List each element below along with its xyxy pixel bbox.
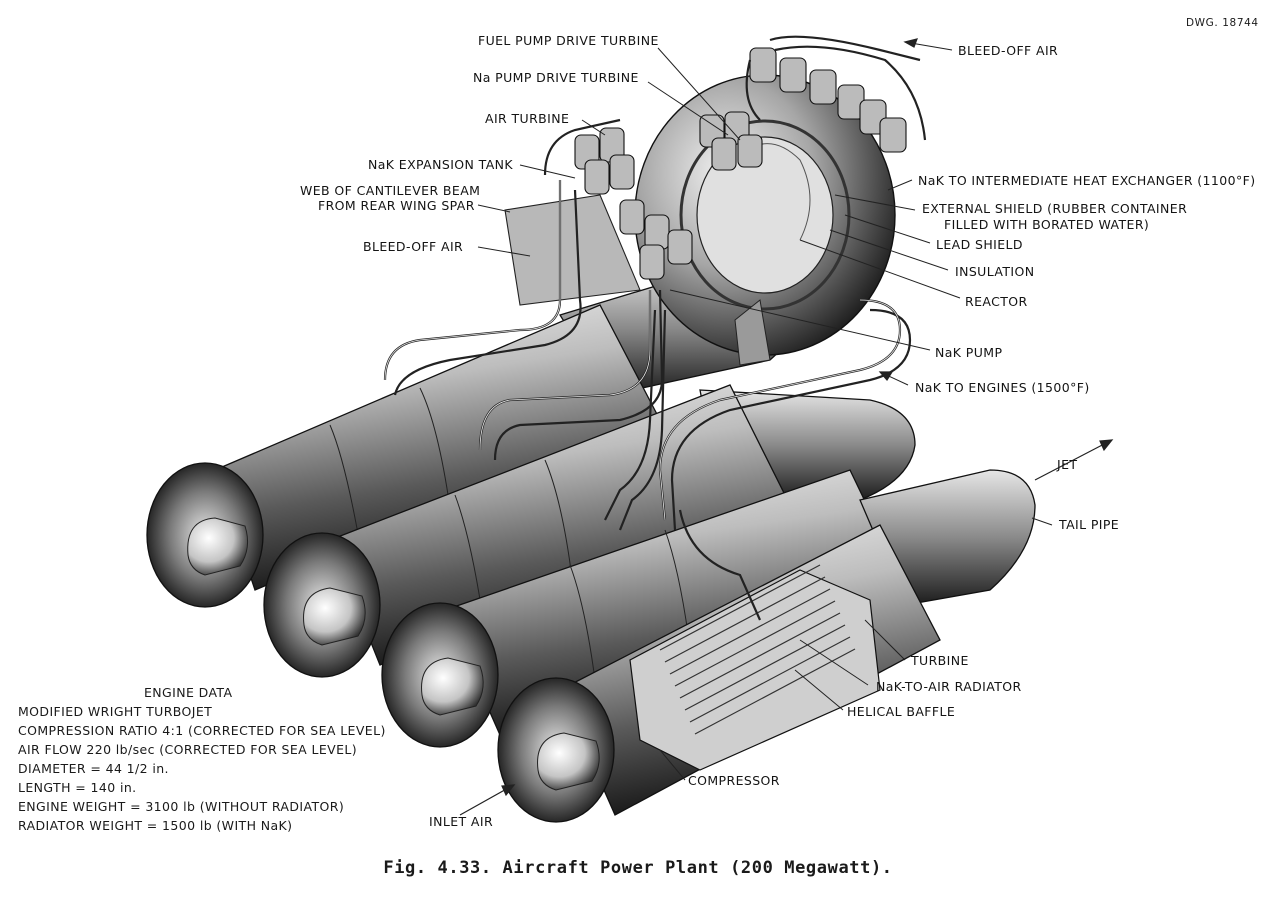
leader-nak-expansion-tank xyxy=(519,164,576,179)
radiator-tubes xyxy=(659,564,856,735)
figure-caption: Fig. 4.33. Aircraft Power Plant (200 Meg… xyxy=(383,858,893,878)
leader-turbine xyxy=(864,619,906,661)
leader-compressor xyxy=(659,749,686,781)
label-lead-shield: LEAD SHIELD xyxy=(936,237,1023,252)
leader-insulation xyxy=(829,229,949,271)
label-tail-pipe: TAIL PIPE xyxy=(1059,517,1120,532)
leader-lead-shield xyxy=(844,214,931,244)
engine-2-spinner xyxy=(303,587,366,646)
engine-3 xyxy=(381,469,911,748)
engine-1-spinner xyxy=(187,517,249,576)
inlet-air-arrow xyxy=(459,786,511,816)
jet-arrow xyxy=(1034,441,1109,481)
reactor-assembly xyxy=(634,74,896,366)
label-nak-to-engines: NaK TO ENGINES (1500°F) xyxy=(915,380,1090,395)
label-fuel-pump-drive-turbine: FUEL PUMP DRIVE TURBINE xyxy=(478,33,659,48)
engine-2 xyxy=(263,384,916,678)
cantilever-web xyxy=(504,194,641,306)
engine-data-block: ENGINE DATA MODIFIED WRIGHT TURBOJET COM… xyxy=(18,683,386,835)
drawing-number: DWG. 18744 xyxy=(1186,17,1259,29)
engine-data-heading: ENGINE DATA xyxy=(144,685,233,700)
leader-external-shield xyxy=(834,194,916,211)
leader-na-pump-drive-turbine xyxy=(647,81,729,136)
label-nak-expansion-tank: NaK EXPANSION TANK xyxy=(368,157,514,172)
flow-arrows xyxy=(459,38,1114,816)
leader-radiator xyxy=(799,639,869,686)
label-jet: JET xyxy=(1057,457,1078,472)
leader-lines xyxy=(477,41,1053,781)
engine-data-line: LENGTH = 140 in. xyxy=(18,780,137,795)
engine-data-line: DIAMETER = 44 1/2 in. xyxy=(18,761,169,776)
engine-data-line: ENGINE WEIGHT = 3100 lb (WITHOUT RADIATO… xyxy=(18,799,345,814)
label-na-pump-drive-turbine: Na PUMP DRIVE TURBINE xyxy=(473,70,639,85)
label-web-line1: WEB OF CANTILEVER BEAM xyxy=(300,183,481,198)
engine-data-line: RADIATOR WEIGHT = 1500 lb (WITH NaK) xyxy=(18,818,293,833)
leader-bleed-off-left xyxy=(477,246,531,257)
bleed-off-top-arrowhead xyxy=(903,38,918,48)
label-external-shield-line2: FILLED WITH BORATED WATER) xyxy=(944,217,1150,232)
label-nak-to-air-radiator: NaK-TO-AIR RADIATOR xyxy=(876,679,1022,694)
leader-nak-ihx xyxy=(887,179,913,191)
label-compressor: COMPRESSOR xyxy=(688,773,780,788)
leader-air-turbine xyxy=(581,119,606,136)
label-inlet-air: INLET AIR xyxy=(429,814,494,829)
engine-data-line: COMPRESSION RATIO 4:1 (CORRECTED FOR SEA… xyxy=(18,723,386,738)
label-turbine: TURBINE xyxy=(911,653,969,668)
leader-fuel-pump-drive-turbine xyxy=(657,47,741,141)
leader-tail-pipe xyxy=(1031,517,1053,526)
engine-4 xyxy=(497,469,1036,823)
label-nak-pump: NaK PUMP xyxy=(935,345,1003,360)
leader-web xyxy=(477,204,511,213)
label-reactor: REACTOR xyxy=(965,294,1028,309)
engine-data-line: MODIFIED WRIGHT TURBOJET xyxy=(18,704,213,719)
turbine-canisters xyxy=(574,47,907,280)
lead-shield-ring xyxy=(679,119,851,311)
label-helical-baffle: HELICAL BAFFLE xyxy=(847,704,956,719)
engine-data-line: AIR FLOW 220 lb/sec (CORRECTED FOR SEA L… xyxy=(18,742,358,757)
label-nak-to-ihx: NaK TO INTERMEDIATE HEAT EXCHANGER (1100… xyxy=(918,173,1256,188)
label-insulation: INSULATION xyxy=(955,264,1035,279)
reactor-core-cutaway xyxy=(696,136,834,294)
nak-piping-highlight xyxy=(384,180,901,521)
leader-nak-pump xyxy=(669,289,931,351)
label-bleed-off-air-top: BLEED-OFF AIR xyxy=(958,43,1059,58)
label-air-turbine: AIR TURBINE xyxy=(485,111,570,126)
label-web-line2: FROM REAR WING SPAR xyxy=(318,198,475,213)
label-external-shield-line1: EXTERNAL SHIELD (RUBBER CONTAINER xyxy=(922,201,1188,216)
leader-helical-baffle xyxy=(794,669,844,711)
leader-reactor xyxy=(799,239,961,299)
nak-to-engines-arrowhead xyxy=(878,371,894,382)
engine-4-spinner xyxy=(537,732,600,791)
engine-3-spinner xyxy=(421,657,484,716)
label-bleed-off-air-left: BLEED-OFF AIR xyxy=(363,239,464,254)
